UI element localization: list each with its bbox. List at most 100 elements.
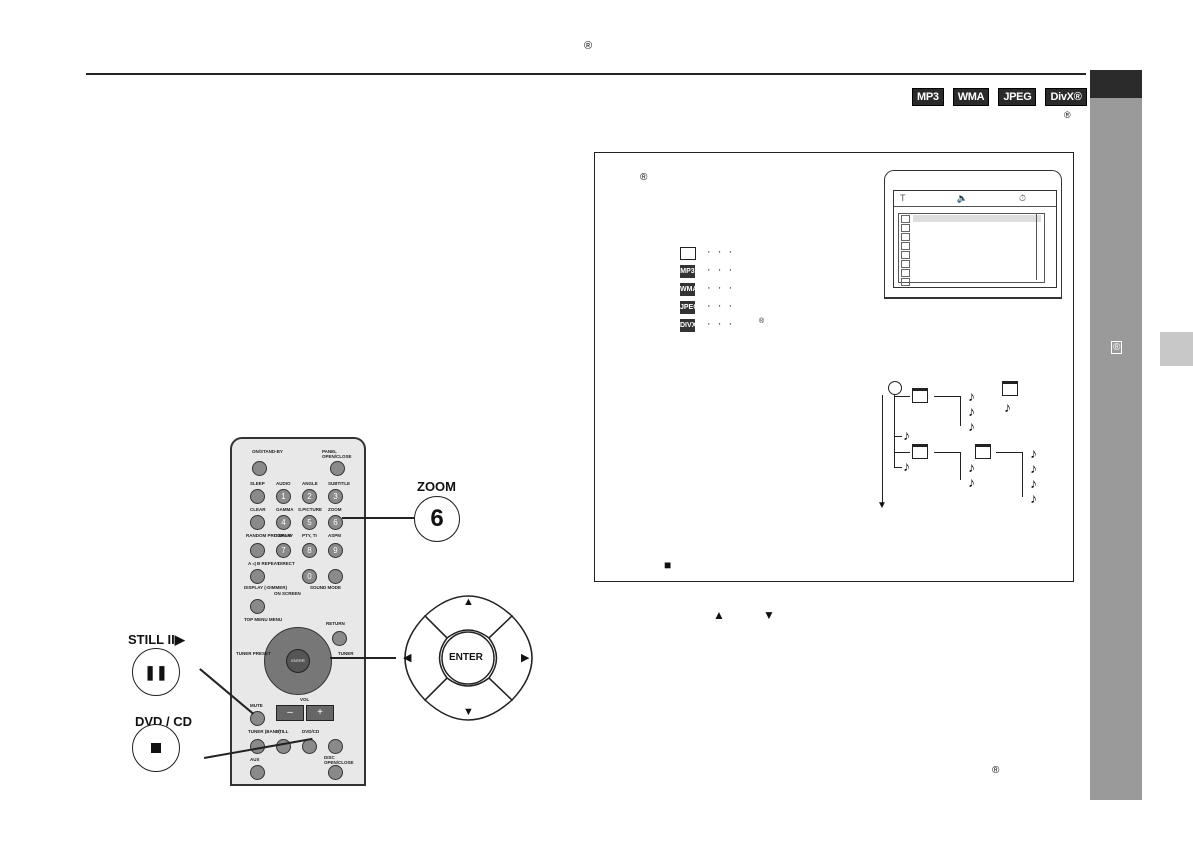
pause-icon: ❚❚ — [144, 663, 168, 680]
zoom-button[interactable]: 6 — [414, 496, 460, 542]
digit-4-button[interactable]: 4 — [276, 515, 291, 530]
enter-label: ENTER — [449, 652, 483, 663]
label-vol: VOL — [300, 697, 310, 702]
aux-button[interactable] — [250, 765, 265, 780]
file-list — [898, 213, 1045, 286]
label-on-standby: ON/STAND-BY — [252, 449, 283, 454]
speaker-icon: 🔈 — [956, 193, 968, 203]
badge-mp3: MP3 — [912, 88, 944, 106]
legend-dots-mp3: · · · — [707, 264, 735, 276]
tv-folder-icon — [901, 224, 910, 232]
label-disc-open-close: DISC OPEN/CLOSE — [324, 755, 354, 765]
chapter-tab[interactable] — [1160, 332, 1193, 366]
dpad-illustration: ENTER ▲ ▼ ◀ ▶ — [397, 588, 540, 728]
play-remote-button[interactable] — [328, 739, 343, 754]
stop-remote-button[interactable] — [302, 739, 317, 754]
tv-folder-icon — [901, 242, 910, 250]
reg-mark-right: ® — [1064, 110, 1071, 120]
label-spicture: S.PICTURE — [298, 507, 323, 512]
zoom-callout-line — [342, 517, 414, 519]
file-list-highlight — [913, 215, 1041, 222]
digit-5-button[interactable]: 5 — [302, 515, 317, 530]
legend-dots-wma: · · · — [707, 282, 735, 294]
remote-control: ON/STAND-BY PANEL OPEN/CLOSE SLEEP AUDIO… — [230, 437, 366, 786]
dpad-left-button[interactable] — [404, 614, 448, 702]
still-pause-button[interactable]: ❚❚ — [132, 648, 180, 696]
tv-base — [884, 297, 1062, 299]
music-note-icon: ♪ — [968, 418, 975, 434]
volume-down-button[interactable]: – — [276, 705, 304, 721]
clock-icon: ⏱ — [1018, 193, 1026, 203]
label-tuner-band: TUNER (BAND) — [248, 729, 281, 734]
dvdcd-stop-button[interactable] — [132, 724, 180, 772]
up-arrow-icon: ▲ — [713, 608, 725, 622]
label-on-screen: ON SCREEN — [274, 591, 301, 596]
dpad-enter-button[interactable] — [441, 631, 495, 685]
digit-8-button[interactable]: 8 — [302, 543, 317, 558]
badge-wma: WMA — [952, 88, 990, 106]
side-bar — [1090, 70, 1142, 800]
tree-branch — [934, 452, 960, 453]
label-direct: DIRECT — [278, 561, 295, 566]
remote-enter-button[interactable]: ENTER — [286, 649, 310, 673]
panel-open-close-button[interactable] — [330, 461, 345, 476]
music-note-icon: ♪ — [1030, 475, 1037, 491]
repeat-button[interactable] — [250, 569, 265, 584]
tree-branch — [894, 452, 910, 453]
label-return: RETURN — [326, 621, 345, 626]
label-pty: PTY, TI — [302, 533, 317, 538]
dpad-right-button[interactable] — [488, 614, 533, 702]
plus-10-button[interactable] — [328, 569, 343, 584]
random-button[interactable] — [250, 543, 265, 558]
label-sleep: SLEEP — [250, 481, 265, 486]
mute-button[interactable] — [250, 711, 265, 726]
up-icon: ▲ — [463, 596, 474, 608]
stop-square-icon — [151, 743, 161, 753]
digit-0-button[interactable]: 0 — [302, 569, 317, 584]
label-angle: ANGLE — [302, 481, 318, 486]
format-badges: MP3 WMA JPEG DivX® — [912, 88, 1087, 106]
music-note-icon: ♪ — [968, 459, 975, 475]
tree-branch — [894, 467, 902, 468]
zoom-remote-button[interactable]: 6 — [328, 515, 343, 530]
sleep-button[interactable] — [250, 489, 265, 504]
remote-dpad[interactable]: ENTER — [264, 627, 332, 695]
music-note-icon: ♪ — [1030, 445, 1037, 461]
label-display: DISPLAY — [274, 533, 294, 538]
bottom-reg-mark: ® — [992, 765, 1000, 776]
label-subtitle: SUBTITLE — [328, 481, 350, 486]
legend-dots-folder: · · · — [707, 246, 735, 258]
legend-divx-reg: ® — [759, 318, 765, 325]
tv-screen: T 🔈 ⏱ — [893, 190, 1057, 288]
digit-9-button[interactable]: 9 — [328, 543, 343, 558]
tree-branch — [894, 396, 910, 397]
tv-folder-icon — [901, 251, 910, 259]
legend-folder — [680, 247, 696, 260]
power-button[interactable] — [252, 461, 267, 476]
digit-2-button[interactable]: 2 — [302, 489, 317, 504]
music-note-icon: ♪ — [968, 388, 975, 404]
clear-button[interactable] — [250, 515, 265, 530]
music-note-icon: ♪ — [968, 403, 975, 419]
digit-3-button[interactable]: 3 — [328, 489, 343, 504]
tv-scrollbar[interactable] — [1036, 214, 1043, 280]
label-tuner: TUNER — [338, 651, 354, 656]
badge-divx: DivX® — [1045, 88, 1087, 106]
digit-1-button[interactable]: 1 — [276, 489, 291, 504]
disc-open-close-button[interactable] — [328, 765, 343, 780]
digit-7-button[interactable]: 7 — [276, 543, 291, 558]
mp3-file-icon: MP3 — [680, 265, 695, 278]
info-box — [594, 152, 1074, 582]
label-tuner-preset: TUNER PRESET — [236, 651, 271, 656]
tree-branch — [894, 436, 902, 437]
still-label: STILL II▶ — [128, 632, 185, 647]
return-button[interactable] — [332, 631, 347, 646]
display-button[interactable] — [250, 599, 265, 614]
tree-trunk — [894, 395, 895, 467]
label-aux: AUX — [250, 757, 260, 762]
tv-folder-icon — [901, 278, 910, 286]
volume-up-button[interactable]: + — [306, 705, 334, 721]
tv-folder-icon — [901, 233, 910, 241]
label-display-dimmer: DISPLAY (-DIMMER) — [244, 585, 288, 590]
music-note-icon: ♪ — [1030, 490, 1037, 506]
